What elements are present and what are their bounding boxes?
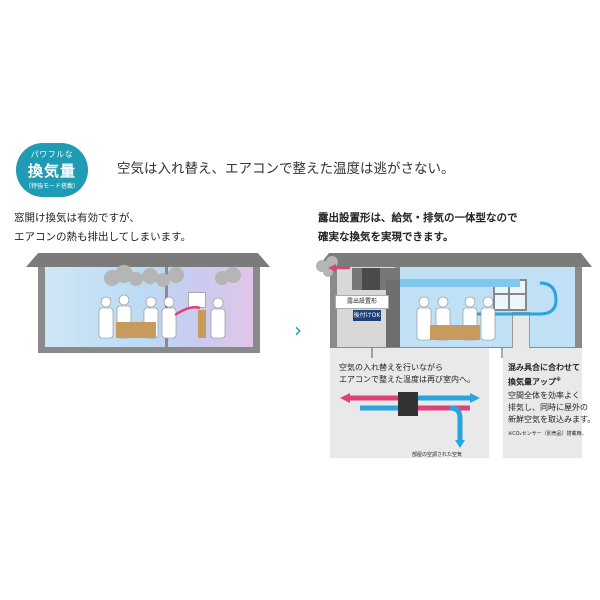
panel-right-heading2-mark: ※ [556,377,561,383]
right-caption-line1: 露出設置形は、給気・排気の一体型なので [318,212,518,224]
ventilation-core [362,268,380,290]
duct-vertical [386,280,400,347]
badge-line3: （特強モード搭載） [24,183,79,190]
exhaust-arrowhead [328,264,336,272]
panel-right-body2: 排気し、同時に屋外の [508,403,588,412]
left-caption-line1: 窓開け換気は有効ですが、 [14,212,140,224]
supply-arrowhead [470,393,480,403]
panel-divider [489,348,503,458]
headline: 空気は入れ替え、エアコンで整えた温度は逃がさない。 [117,161,455,177]
panel-right-body1: 空間全体を効率よく [508,391,580,400]
panel-left-line1: 空気の入れ替えを行いながら [339,363,443,372]
stand [198,310,206,338]
panel-right-heading1: 混み具合に合わせて [508,363,580,372]
right-caption-line2: 確実な換気を実現できます。 [318,231,454,243]
badge-line1: パワフルな [30,150,74,159]
panel-right-body3: 新鮮空気を取込みます。 [508,415,596,424]
supply-airflow [470,281,558,316]
table [116,322,156,338]
supply-duct [400,279,520,287]
badge-line2: 換気量 [27,162,76,180]
feature-badge: パワフルな 換気量 （特強モード搭載） [16,143,88,197]
retrofit-ok-label: 後付けOK [353,310,381,321]
explanation-panel [330,348,582,458]
panel-right-note: ※CO₂センサー（別売品）搭載時。 [508,431,587,437]
smoke-cloud-icon [104,265,241,287]
smoke-cloud-icon [316,256,338,277]
heat-exchanger-core [398,392,418,416]
chevron-right-icon: › [294,318,302,342]
panel-left-line2: エアコンで整えた温度は再び室内へ。 [339,375,475,384]
left-house-inner-wall [165,267,168,347]
left-caption-line2: エアコンの熱も排出してしまいます。 [14,231,192,243]
panel-right-heading2: 換気量アップ※ [508,374,561,389]
table [430,325,480,340]
return-flow [449,405,463,440]
exhaust-arrow [174,306,201,317]
return-arrowhead [455,440,465,448]
exhaust-arrowhead [340,393,350,403]
exposed-install-label: 露出設置形 [335,295,389,309]
left-house-roof [26,253,270,267]
person-icon [98,294,226,339]
right-house-roof [318,253,592,267]
panel-right-heading2-text: 換気量アップ [508,377,556,387]
panel-left-bottom-label: 部屋の空調された空気 [412,452,463,458]
